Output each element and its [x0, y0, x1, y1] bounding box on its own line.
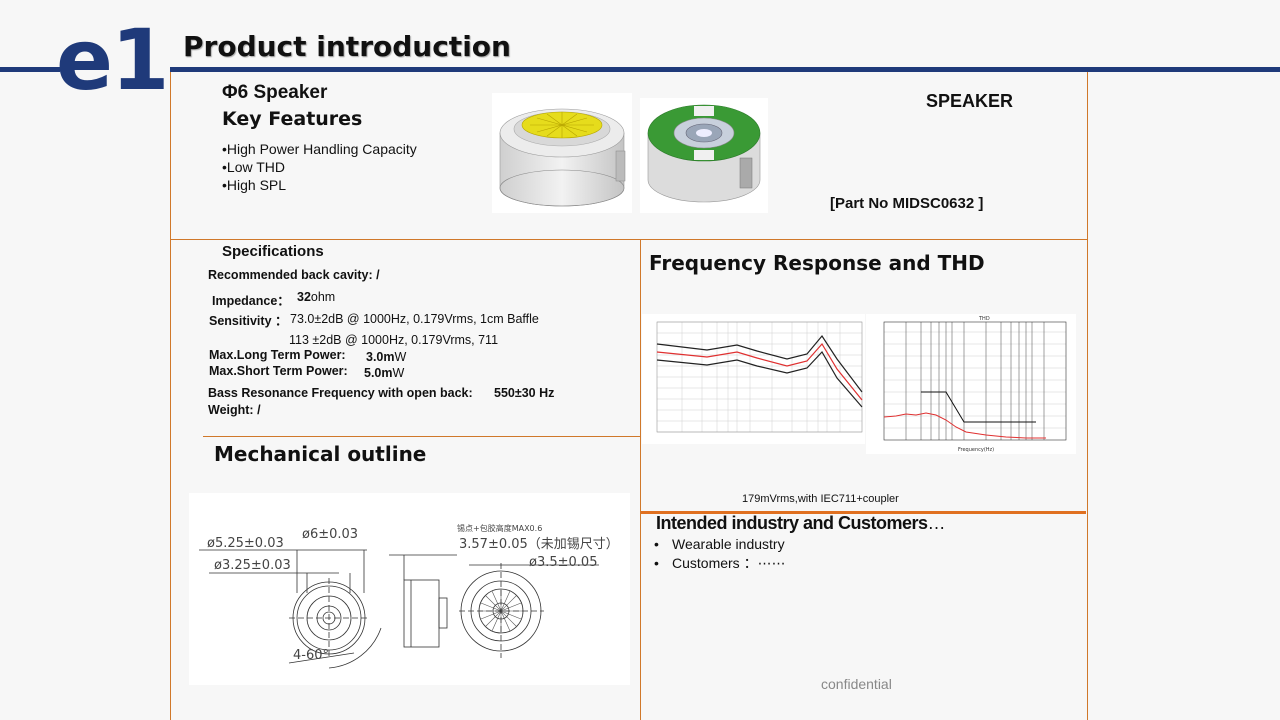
dim-d525: ø5.25±0.03	[207, 536, 284, 551]
dim-d35: ø3.5±0.05	[529, 555, 597, 570]
impedance-number: 32	[297, 290, 311, 304]
mechanical-outline-heading: Mechanical outline	[214, 442, 427, 466]
coupler-note: 179mVrms,with IEC711+coupler	[742, 493, 899, 505]
product-name: Φ6 Speaker	[222, 82, 328, 103]
feature-item: •Low THD	[222, 159, 285, 175]
short-power-number: 5.0m	[364, 366, 393, 380]
frame-right	[1087, 72, 1088, 720]
header-rule-left	[0, 67, 60, 72]
brand-logo: e1	[56, 11, 169, 109]
dim-note: 锡点+包胶高度MAX0.6	[457, 523, 542, 533]
spec-back-cavity: Recommended back cavity: /	[208, 268, 380, 282]
industry-item: •Wearable industry	[654, 536, 785, 552]
frame-top-divider	[170, 239, 1088, 240]
frequency-heading: Frequency Response and THD	[649, 251, 985, 275]
thd-chart-title: THD	[978, 316, 990, 322]
thd-chart: THD Frequency(Hz)	[866, 314, 1076, 454]
frame-left	[170, 72, 171, 720]
part-number: [Part No MIDSC0632 ]	[830, 195, 984, 212]
frame-middle	[640, 240, 641, 720]
frame-industry-divider	[641, 511, 1086, 514]
feature-item: •High Power Handling Capacity	[222, 141, 417, 157]
frame-spec-divider	[203, 436, 640, 437]
spec-weight: Weight: /	[208, 403, 261, 417]
specifications-heading: Specifications	[222, 243, 324, 260]
long-power-unit: W	[394, 350, 407, 364]
spec-short-power-value: 5.0mW	[364, 366, 404, 380]
short-power-unit: W	[392, 366, 405, 380]
speaker-photo-back	[640, 98, 768, 213]
spec-long-power-label: Max.Long Term Power:	[209, 348, 346, 362]
industry-item: •Customers ：⋯⋯	[654, 555, 786, 571]
industry-item-text: Customers ：⋯⋯	[672, 555, 786, 571]
frequency-response-chart	[642, 314, 865, 444]
confidential-label: confidential	[821, 676, 892, 692]
category-label: SPEAKER	[926, 91, 1014, 111]
dim-d325: ø3.25±0.03	[214, 558, 291, 573]
mechanical-drawing: ø5.25±0.03 ø6±0.03 ø3.25±0.03 4-60° 锡点+包…	[189, 493, 630, 685]
dim-d6: ø6±0.03	[302, 527, 358, 542]
spec-bass-label: Bass Resonance Frequency with open back:	[208, 386, 473, 400]
spec-sensitivity-label: Sensitivity ：	[209, 314, 288, 328]
industry-heading: Intended industry and Customers…	[656, 513, 946, 534]
industry-heading-text: Intended industry and Customers	[656, 513, 928, 533]
spec-long-power-value: 3.0mW	[366, 350, 406, 364]
page-title: Product introduction	[183, 30, 511, 63]
spec-short-power-label: Max.Short Term Power:	[209, 364, 348, 378]
spec-impedance-label: Impedance：	[212, 294, 290, 308]
thd-xlabel: Frequency(Hz)	[958, 447, 994, 453]
spec-bass-value: 550±30 Hz	[494, 386, 555, 400]
impedance-unit: ohm	[310, 290, 336, 304]
key-features-heading: Key Features	[222, 108, 363, 130]
industry-heading-ellipsis: …	[927, 513, 946, 533]
spec-sensitivity-2: 113 ±2dB @ 1000Hz, 0.179Vrms, 711	[289, 333, 499, 347]
dim-height: 3.57±0.05（未加锡尺寸）	[459, 537, 619, 552]
speaker-photo-front	[492, 93, 632, 213]
industry-item-text: Wearable industry	[672, 536, 785, 552]
long-power-number: 3.0m	[366, 350, 395, 364]
feature-item: •High SPL	[222, 177, 287, 193]
spec-impedance-value: 32ohm	[297, 290, 335, 304]
dim-angle: 4-60°	[293, 648, 329, 663]
spec-sensitivity-1: 73.0±2dB @ 1000Hz, 0.179Vrms, 1cm Baffle	[290, 312, 539, 326]
header-rule-right	[170, 67, 1280, 72]
